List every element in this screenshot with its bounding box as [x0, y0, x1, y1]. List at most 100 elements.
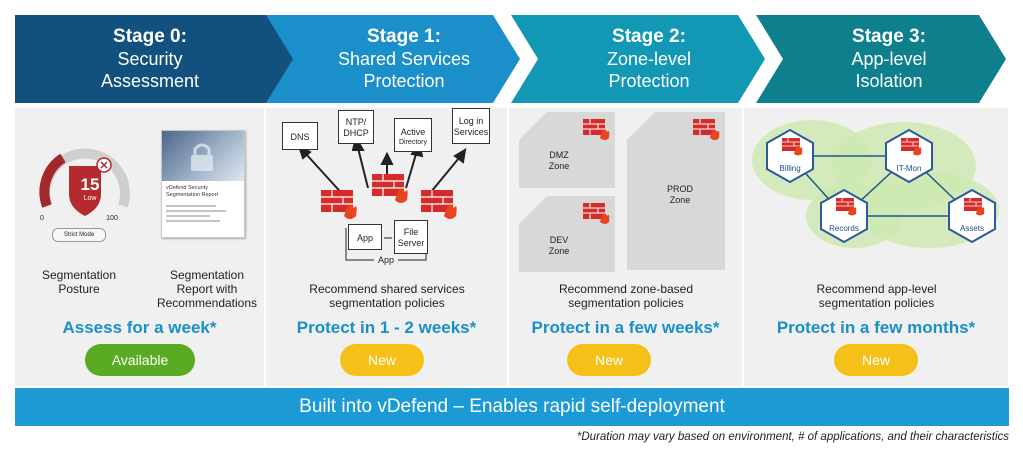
shield-icon [69, 166, 101, 216]
file-server-box: File Server [394, 220, 428, 254]
stage-label: Stage 1: [367, 26, 441, 47]
strict-mode-toggle[interactable]: Strict Mode [52, 228, 106, 242]
app-label: IT-Mon [896, 164, 922, 173]
app-label: Records [829, 224, 859, 233]
app-label: App [356, 233, 373, 243]
report-title-line: vDefend Security [166, 185, 208, 191]
app-box: App [348, 224, 382, 250]
posture-gauge [39, 148, 130, 216]
file-server-label: Server [397, 238, 425, 248]
prod-zone [627, 112, 725, 270]
stage-title-line: Shared Services [337, 49, 471, 69]
ntp-dhcp-box: NTP/ DHCP [338, 110, 374, 144]
zone-label: Zone [669, 195, 691, 205]
app-label: Billing [779, 164, 801, 173]
caption-line: Report with [176, 282, 238, 296]
app-isolation-diagram [752, 120, 999, 248]
stage-title-line: Isolation [855, 71, 923, 91]
stage-1-caption: Recommend shared services segmentation p… [266, 282, 508, 310]
stage-2-chevron: Stage 2: Zone-level Protection [511, 15, 765, 103]
zone-label: Zone [548, 161, 570, 171]
stage-0-chevron: Stage 0: Security Assessment [15, 15, 310, 103]
service-label: NTP/ [345, 117, 367, 127]
login-services-box: Log in Services [452, 108, 490, 144]
gauge-min: 0 [40, 215, 44, 222]
stage-title-line: App-level [851, 49, 927, 69]
stage-3-panel: Billing IT-Mon Records Assets Recommend … [744, 108, 1009, 386]
lock-icon [191, 143, 213, 171]
caption-line: segmentation policies [568, 296, 684, 310]
caption-line: Posture [58, 282, 100, 296]
duration-text: Protect in a few months* [776, 318, 976, 337]
stage-1-chevron: Stage 1: Shared Services Protection [266, 15, 520, 103]
gauge-max: 100 [106, 215, 118, 222]
stage-title-line: Security [117, 49, 183, 69]
gauge-rating: Low [83, 195, 97, 202]
duration-text: Protect in a few weeks* [531, 318, 720, 337]
service-label: Log in [458, 116, 484, 126]
firewall-icon [693, 119, 720, 140]
caption-line: Recommendations [156, 296, 258, 310]
report-title-line: Segmentation Report [166, 192, 218, 198]
service-label: Active [400, 127, 426, 137]
new-badge: New [834, 344, 918, 376]
firewall-icon [583, 203, 610, 224]
firewall-icon [836, 198, 857, 216]
zone-label: PROD [666, 184, 693, 194]
caption-line: Recommend shared services [309, 282, 465, 296]
gauge-score: 15 [80, 175, 100, 194]
caption-line: segmentation policies [329, 296, 445, 310]
stage-title-line: Assessment [100, 71, 200, 91]
new-badge: New [340, 344, 424, 376]
app-group-label: App [374, 255, 398, 265]
active-directory-box: Active Directory [394, 118, 432, 152]
it-mon-node [885, 128, 933, 184]
shared-services-diagram [297, 135, 467, 261]
firewall-icon [321, 190, 357, 219]
stage-label: Stage 3: [852, 26, 926, 47]
caption-line: Recommend zone-based [558, 282, 694, 296]
firewall-icon [782, 138, 803, 156]
available-badge: Available [85, 344, 195, 376]
report-thumbnail: vDefend Security Segmentation Report [161, 130, 245, 238]
firewall-icon [583, 119, 610, 140]
duration-text: Assess for a week* [62, 318, 217, 337]
stage-3-chevron: Stage 3: App-level Isolation [756, 15, 1006, 103]
report-caption: Segmentation Report with Recommendations [149, 268, 265, 310]
caption-line: Segmentation [169, 268, 245, 282]
new-badge: New [567, 344, 651, 376]
service-label: DNS [290, 132, 310, 142]
caption-line: Segmentation [41, 268, 117, 282]
app-label: Assets [959, 224, 984, 233]
firewall-icon [421, 190, 457, 219]
stage-0-panel: 15 Low 0 100 Strict Mode vDefend Securit… [15, 108, 265, 386]
duration-footnote: *Duration may vary based on environment,… [576, 431, 1009, 443]
vdefend-banner: Built into vDefend – Enables rapid self-… [15, 388, 1009, 426]
zone-label: Zone [548, 246, 570, 256]
caption-line: segmentation policies [818, 296, 935, 310]
duration-text: Protect in 1 - 2 weeks* [296, 318, 477, 337]
stage-title-line: Protection [608, 71, 690, 91]
firewall-icon [372, 174, 408, 203]
stage-3-caption: Recommend app-level segmentation policie… [744, 282, 1009, 310]
firewall-icon [964, 198, 985, 216]
firewall-icon [901, 138, 922, 156]
stage-1-panel: DNS NTP/ DHCP Active Directory Log in Se… [266, 108, 508, 386]
stage-label: Stage 0: [113, 26, 187, 47]
billing-node [766, 128, 814, 184]
service-label: Services [453, 127, 489, 137]
service-label: Directory [398, 139, 427, 146]
stage-title-line: Zone-level [606, 49, 692, 69]
assets-node [948, 188, 996, 244]
caption-line: Recommend app-level [816, 282, 937, 296]
stage-label: Stage 2: [612, 26, 686, 47]
dns-box: DNS [282, 122, 318, 150]
stage-2-panel: DMZ Zone PROD Zone DEV Zone Recommend zo… [509, 108, 743, 386]
stage-2-caption: Recommend zone-based segmentation polici… [509, 282, 743, 310]
file-server-label: File [403, 227, 419, 237]
records-node [820, 188, 868, 244]
service-label: DHCP [343, 128, 369, 138]
zone-label: DEV [549, 235, 569, 245]
posture-caption: Segmentation Posture [25, 268, 133, 296]
stage-title-line: Protection [363, 71, 445, 91]
